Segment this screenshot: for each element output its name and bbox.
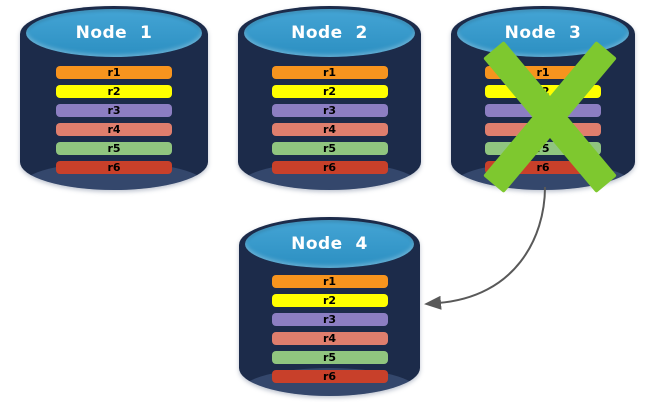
node-4: Node 4 r1 r2 r3 r4 r5 r6 [239, 217, 420, 396]
node-4-title: Node 4 [291, 234, 368, 254]
node-4-replica-r5: r5 [271, 351, 388, 364]
node-2-replica-r3: r3 [271, 104, 388, 117]
node-2-replica-r6: r6 [271, 161, 388, 174]
node-1-replica-r6: r6 [56, 161, 172, 174]
node-1-replica-r1: r1 [56, 66, 172, 79]
node-1-title: Node 1 [75, 23, 153, 43]
node-4-cylinder-top: Node 4 [245, 220, 414, 268]
node-4-replica-r4: r4 [271, 332, 388, 345]
node-4-replica-r6: r6 [271, 370, 388, 383]
node-4-replica-r3: r3 [271, 313, 388, 326]
node-2-replica-r5: r5 [271, 142, 388, 155]
node-2-replica-r1: r1 [271, 66, 388, 79]
node-1: Node 1 r1 r2 r3 r4 r5 r6 [20, 6, 208, 190]
node-1-replica-r4: r4 [56, 123, 172, 136]
node-1-cylinder-top: Node 1 [26, 9, 202, 57]
node-2: Node 2 r1 r2 r3 r4 r5 r6 [238, 6, 421, 190]
node-2-replica-list: r1 r2 r3 r4 r5 r6 [271, 66, 388, 174]
failover-arrow-path [424, 186, 546, 310]
node-3-cylinder-top: Node 3 [457, 9, 629, 57]
node-2-replica-r2: r2 [271, 85, 388, 98]
node-2-cylinder-top: Node 2 [244, 9, 415, 57]
node-3-failure-x-icon [483, 40, 617, 194]
node-1-replica-list: r1 r2 r3 r4 r5 r6 [56, 66, 172, 174]
node-1-replica-r3: r3 [56, 104, 172, 117]
node-4-replica-list: r1 r2 r3 r4 r5 r6 [271, 275, 388, 383]
node-1-replica-r5: r5 [56, 142, 172, 155]
node-1-replica-r2: r2 [56, 85, 172, 98]
node-3-title: Node 3 [504, 23, 582, 43]
node-4-replica-r1: r1 [271, 275, 388, 288]
node-2-replica-r4: r4 [271, 123, 388, 136]
node-2-title: Node 2 [291, 23, 368, 43]
node-4-replica-r2: r2 [271, 294, 388, 307]
